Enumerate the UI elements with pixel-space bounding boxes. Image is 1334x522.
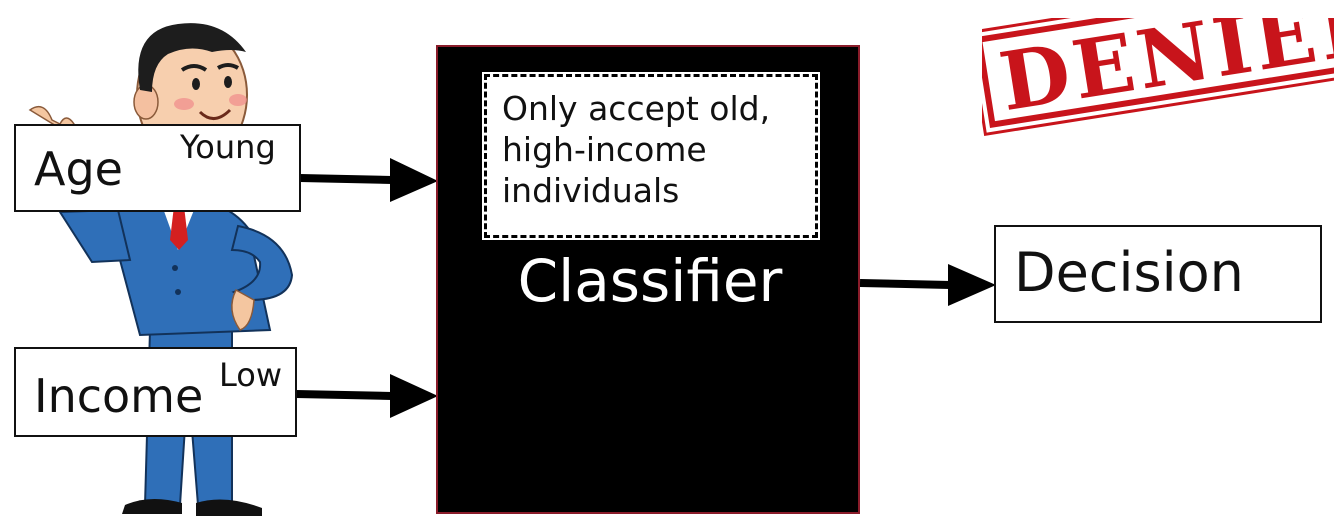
denied-stamp-frame: DENIED — [982, 18, 1334, 140]
age-feature-box: Age Young — [14, 124, 301, 212]
classifier-label: Classifier — [517, 247, 783, 315]
classifier-box: Only accept old, high-income individuals… — [436, 45, 860, 514]
income-label: Income — [34, 369, 204, 423]
businessman-illustration-icon — [28, 23, 294, 516]
denied-stamp-text: DENIED — [993, 18, 1334, 130]
decision-label: Decision — [1014, 241, 1244, 304]
classifier-rule-text: Only accept old, high-income individuals — [502, 89, 771, 210]
denied-stamp: DENIED — [982, 18, 1334, 152]
income-value: Low — [219, 356, 283, 394]
decision-box: Decision — [994, 225, 1322, 323]
classifier-to-decision-arrow — [859, 264, 996, 306]
age-label: Age — [34, 142, 123, 196]
classifier-rule-note: Only accept old, high-income individuals — [482, 72, 820, 240]
age-value: Young — [180, 128, 276, 166]
income-feature-box: Income Low — [14, 347, 297, 437]
